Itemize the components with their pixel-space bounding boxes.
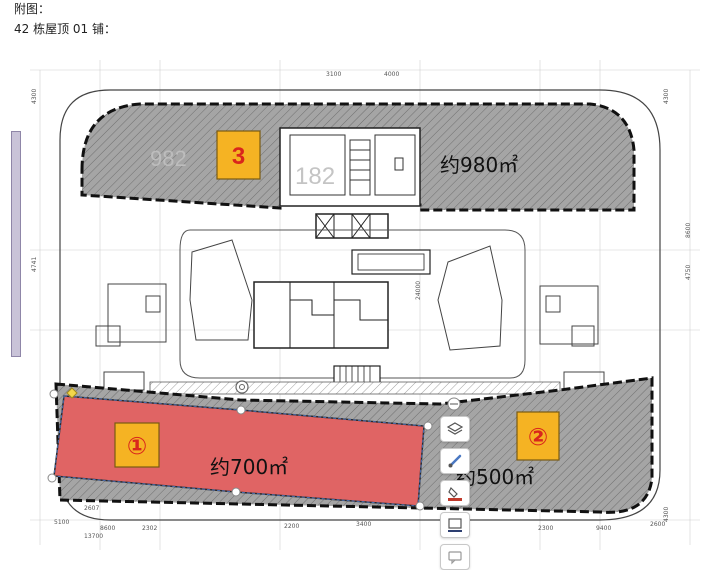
dim-bottom-4: 2302: [142, 525, 157, 532]
mid-dim: 24000: [415, 281, 422, 300]
comment-icon: [448, 551, 462, 565]
dim-left-1: 4300: [31, 89, 38, 104]
layers-icon: [446, 422, 464, 435]
dim-right-4: 4300: [663, 507, 670, 522]
building-outline: [59, 89, 661, 521]
zone-3-area-label: 约980㎡: [440, 153, 518, 177]
zone-1-badge: [114, 422, 160, 468]
dim-bottom-1: 5100: [54, 519, 69, 526]
selection-handles[interactable]: [47, 389, 433, 511]
zone-3-badge-label: 3: [232, 143, 245, 170]
dim-top-1: 3100: [326, 71, 341, 78]
outline-button[interactable]: [440, 512, 470, 538]
caption-subtitle: 42 栋屋顶 01 铺：: [14, 22, 116, 36]
comment-button[interactable]: [440, 544, 470, 570]
zone-3-badge: [216, 130, 261, 180]
dim-top-2: 4000: [384, 71, 399, 78]
zone-1-area-label: 约700㎡: [210, 455, 288, 479]
dim-right-1: 4300: [663, 89, 670, 104]
dim-bottom-7: 3400: [356, 521, 371, 528]
rotate-handle[interactable]: [235, 380, 249, 394]
ghost-number-center: 182: [295, 163, 335, 190]
caption-title: 附图：: [14, 2, 51, 16]
dim-bottom-6: 2200: [284, 523, 299, 530]
zone-1-badge-label: ①: [127, 432, 147, 460]
dim-bottom-8: 9400: [596, 525, 611, 532]
dim-bottom-2: 8600: [100, 525, 115, 532]
fill-button[interactable]: [440, 480, 470, 506]
dim-bottom-10: 2600: [650, 521, 665, 528]
brush-icon: [448, 454, 462, 468]
dim-bottom-9: 2300: [538, 525, 553, 532]
ghost-number-left: 982: [150, 146, 187, 171]
side-scroll-handle[interactable]: [11, 131, 21, 357]
fill-color-icon: [448, 486, 462, 501]
dim-left-2: 4741: [31, 257, 38, 272]
adjust-handle[interactable]: [66, 387, 78, 399]
monitor-icon: [448, 518, 462, 532]
zone-2-badge-label: ②: [528, 423, 548, 451]
dim-right-2: 8600: [685, 223, 692, 238]
dim-bottom-5: 13700: [84, 533, 103, 540]
dim-bottom-3: 2607: [84, 505, 99, 512]
style-button[interactable]: [440, 448, 470, 474]
layers-button[interactable]: [440, 416, 470, 442]
zone-2-badge: [516, 411, 560, 461]
dim-right-3: 4750: [685, 265, 692, 280]
